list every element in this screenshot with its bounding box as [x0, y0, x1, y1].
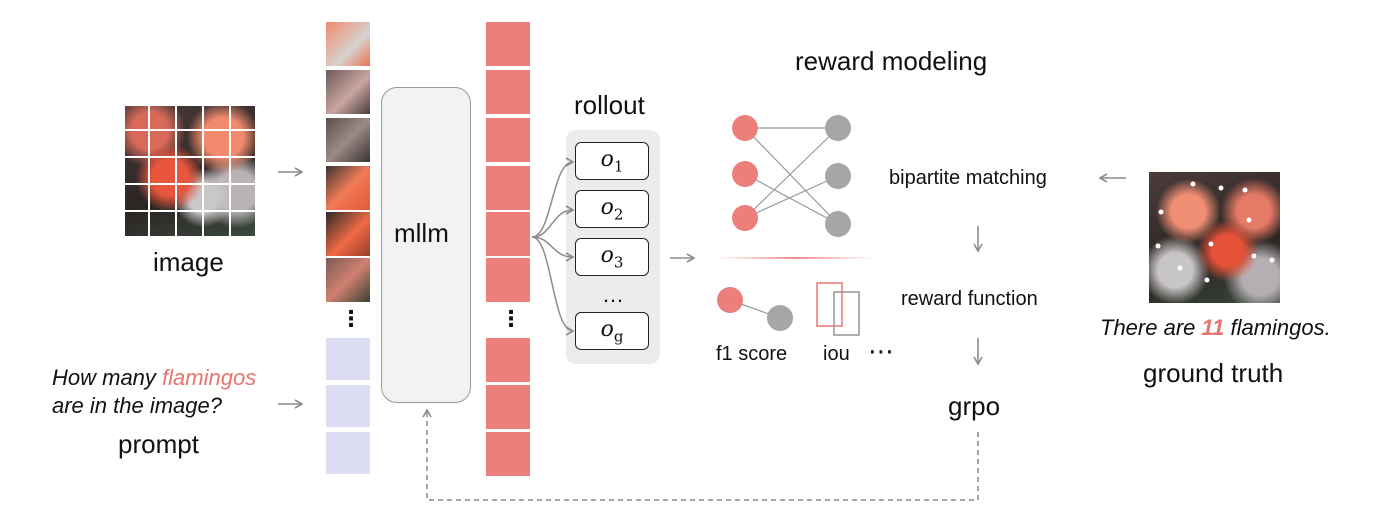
- answer-suffix: flamingos.: [1224, 315, 1331, 340]
- rollout-output-g: og: [575, 312, 649, 350]
- flamingo-photo: [123, 104, 257, 238]
- prompt-token: [326, 338, 370, 380]
- answer-number: 11: [1201, 315, 1225, 340]
- ground-truth-label: ground truth: [1143, 358, 1284, 388]
- input-image-grid: [123, 104, 257, 238]
- prompt-token: [326, 432, 370, 474]
- grpo-label: grpo: [948, 391, 1001, 421]
- ground-truth-points: [1155, 181, 1275, 283]
- separator: [718, 257, 873, 259]
- rollout-output-3: o3: [575, 238, 649, 276]
- gt-node: [825, 211, 851, 237]
- f1-gt-node: [767, 305, 793, 331]
- mllm-label: mllm: [394, 218, 449, 248]
- rollout-output-2: o2: [575, 190, 649, 228]
- image-patch: [326, 166, 370, 210]
- fan-arrow-2: [531, 205, 575, 238]
- pred-node: [732, 161, 758, 187]
- question-prefix: How many: [52, 365, 163, 390]
- prompt-question-line1: How many flamingos: [52, 365, 256, 391]
- output-token: [486, 258, 530, 302]
- gt-node: [825, 163, 851, 189]
- answer-prefix: There are: [1100, 315, 1202, 340]
- iou-box-pred: [816, 282, 843, 327]
- output-token: [486, 118, 530, 162]
- f1-pred-node: [717, 287, 743, 313]
- fan-arrow-3: [531, 236, 575, 262]
- prompt-label: prompt: [118, 429, 199, 459]
- image-label: image: [153, 247, 224, 277]
- fan-arrow-g: [531, 236, 575, 336]
- image-patch: [326, 22, 370, 66]
- patch-vdots: ⋮: [340, 306, 362, 331]
- more-metrics-dots: ⋯: [868, 336, 894, 366]
- output-token: [486, 338, 530, 382]
- output-token: [486, 166, 530, 210]
- ground-truth-answer: There are 11 flamingos.: [1100, 315, 1331, 341]
- ground-truth-image: [1149, 172, 1280, 303]
- iou-label: iou: [823, 343, 850, 365]
- output-token: [486, 70, 530, 114]
- rollout-output-1: o1: [575, 142, 649, 180]
- output-token: [486, 385, 530, 429]
- output-token: [486, 22, 530, 66]
- prompt-token: [326, 385, 370, 427]
- image-patch: [326, 258, 370, 302]
- bipartite-matching-label: bipartite matching: [889, 167, 1047, 189]
- pred-node: [732, 115, 758, 141]
- f1-score-label: f1 score: [716, 343, 788, 365]
- image-patch: [326, 70, 370, 114]
- prompt-question-line2: are in the image?: [52, 393, 222, 418]
- rollout-label: rollout: [574, 90, 645, 120]
- pred-node: [732, 205, 758, 231]
- output-token: [486, 212, 530, 256]
- grpo-feedback-loop: [422, 408, 979, 501]
- image-patch: [326, 118, 370, 162]
- token-vdots: ⋮: [500, 306, 522, 331]
- reward-modeling-title: reward modeling: [795, 46, 988, 76]
- rollout-ellipsis: …: [602, 282, 624, 307]
- reward-function-label: reward function: [901, 288, 1038, 310]
- output-token: [486, 432, 530, 476]
- gt-node: [825, 115, 851, 141]
- iou-box-gt: [833, 291, 860, 336]
- mllm-block: [381, 87, 471, 403]
- fan-arrow-1: [531, 157, 575, 238]
- question-highlight: flamingos: [162, 365, 257, 390]
- image-patch: [326, 212, 370, 256]
